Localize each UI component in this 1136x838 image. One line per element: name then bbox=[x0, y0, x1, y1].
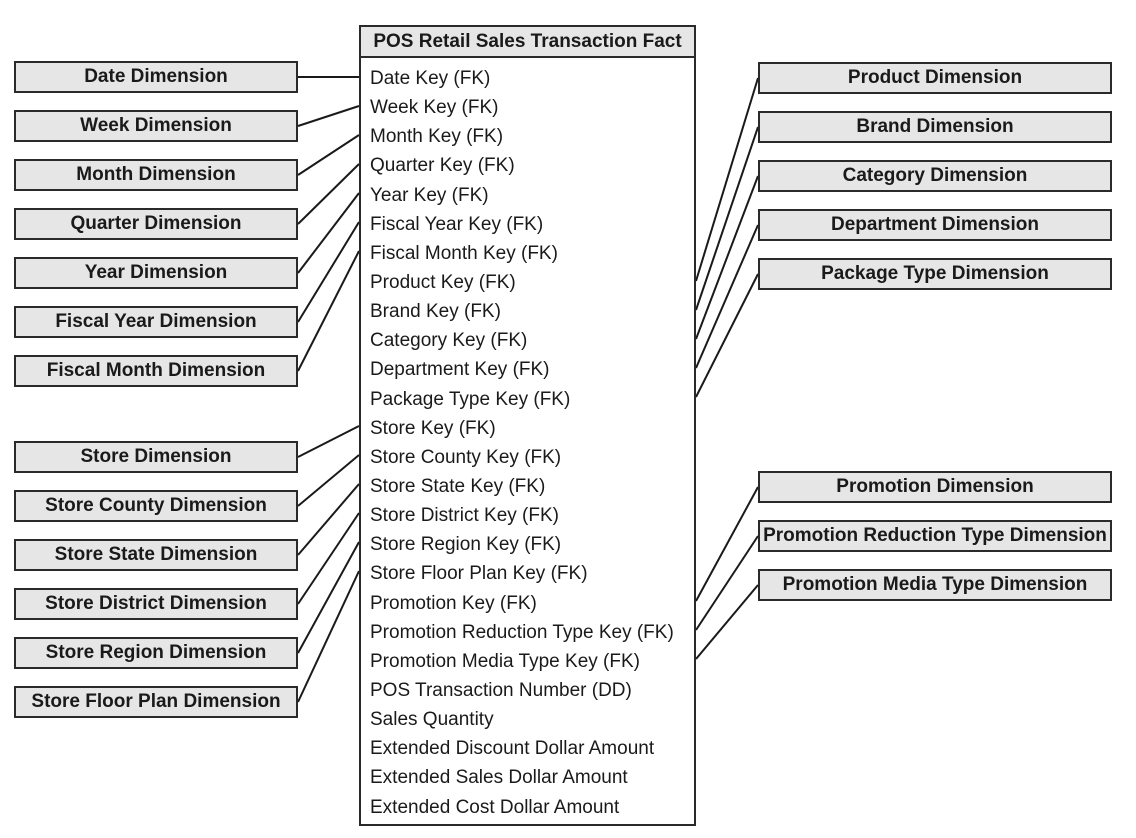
link-brand bbox=[695, 126, 759, 311]
store-county-dimension-box: Store County Dimension bbox=[14, 490, 298, 522]
fact-row-store-state-key: Store State Key (FK) bbox=[370, 475, 546, 497]
fact-row-extended-cost-dollar-amount: Extended Cost Dollar Amount bbox=[370, 796, 620, 818]
fact-row-brand-key: Brand Key (FK) bbox=[370, 301, 501, 323]
fact-table: POS Retail Sales Transaction Fact Date K… bbox=[359, 25, 696, 826]
fact-row-store-region-key: Store Region Key (FK) bbox=[370, 534, 562, 556]
fact-row-promotion-key: Promotion Key (FK) bbox=[370, 592, 537, 614]
product-dimension-box: Product Dimension bbox=[758, 62, 1112, 94]
fact-row-pos-transaction-number: POS Transaction Number (DD) bbox=[370, 679, 632, 701]
fact-row-year-key: Year Key (FK) bbox=[370, 184, 489, 206]
fact-table-rows: Date Key (FK) Week Key (FK) Month Key (F… bbox=[361, 58, 694, 822]
fact-row-department-key: Department Key (FK) bbox=[370, 359, 550, 381]
department-dimension-box: Department Dimension bbox=[758, 209, 1112, 241]
link-store-district bbox=[297, 512, 360, 605]
link-store-floor-plan bbox=[297, 570, 360, 703]
store-floor-plan-dimension-box: Store Floor Plan Dimension bbox=[14, 686, 298, 718]
fact-row-fiscal-year-key: Fiscal Year Key (FK) bbox=[370, 213, 544, 235]
fact-row-week-key: Week Key (FK) bbox=[370, 97, 499, 119]
fact-row-extended-sales-dollar-amount: Extended Sales Dollar Amount bbox=[370, 767, 628, 789]
fact-row-promotion-reduction-type-key: Promotion Reduction Type Key (FK) bbox=[370, 621, 674, 643]
fact-row-store-key: Store Key (FK) bbox=[370, 417, 496, 439]
fiscal-month-dimension-box: Fiscal Month Dimension bbox=[14, 355, 298, 387]
link-quarter bbox=[297, 163, 360, 225]
link-promotion bbox=[695, 486, 759, 602]
store-district-dimension-box: Store District Dimension bbox=[14, 588, 298, 620]
link-promotion-reduction bbox=[695, 535, 759, 631]
quarter-dimension-box: Quarter Dimension bbox=[14, 208, 298, 240]
fact-row-quarter-key: Quarter Key (FK) bbox=[370, 155, 515, 177]
fact-row-date-key: Date Key (FK) bbox=[370, 68, 491, 89]
fact-row-month-key: Month Key (FK) bbox=[370, 126, 504, 148]
link-fiscal-month bbox=[297, 250, 360, 372]
link-month bbox=[297, 134, 360, 176]
fact-row-store-district-key: Store District Key (FK) bbox=[370, 505, 559, 527]
fiscal-year-dimension-box: Fiscal Year Dimension bbox=[14, 306, 298, 338]
fact-row-extended-discount-dollar-amount: Extended Discount Dollar Amount bbox=[370, 738, 655, 760]
package-type-dimension-box: Package Type Dimension bbox=[758, 258, 1112, 290]
fact-table-title: POS Retail Sales Transaction Fact bbox=[361, 27, 694, 58]
link-store bbox=[297, 425, 360, 458]
store-region-dimension-box: Store Region Dimension bbox=[14, 637, 298, 669]
link-store-region bbox=[297, 541, 360, 654]
month-dimension-box: Month Dimension bbox=[14, 159, 298, 191]
fact-row-product-key: Product Key (FK) bbox=[370, 271, 516, 293]
link-store-county bbox=[297, 454, 360, 507]
brand-dimension-box: Brand Dimension bbox=[758, 111, 1112, 143]
link-category bbox=[695, 175, 759, 340]
promotion-media-type-dimension-box: Promotion Media Type Dimension bbox=[758, 569, 1112, 601]
date-dimension-box: Date Dimension bbox=[14, 61, 298, 93]
category-dimension-box: Category Dimension bbox=[758, 160, 1112, 192]
store-state-dimension-box: Store State Dimension bbox=[14, 539, 298, 571]
fact-row-store-floor-plan-key: Store Floor Plan Key (FK) bbox=[370, 563, 588, 585]
fact-row-fiscal-month-key: Fiscal Month Key (FK) bbox=[370, 242, 558, 264]
link-store-state bbox=[297, 483, 360, 556]
link-department bbox=[695, 224, 759, 369]
link-fiscal-year bbox=[297, 221, 360, 323]
promotion-reduction-type-dimension-box: Promotion Reduction Type Dimension bbox=[758, 520, 1112, 552]
fact-row-category-key: Category Key (FK) bbox=[370, 330, 528, 352]
week-dimension-box: Week Dimension bbox=[14, 110, 298, 142]
fact-row-promotion-media-type-key: Promotion Media Type Key (FK) bbox=[370, 650, 640, 672]
store-dimension-box: Store Dimension bbox=[14, 441, 298, 473]
link-product bbox=[695, 77, 759, 282]
year-dimension-box: Year Dimension bbox=[14, 257, 298, 289]
link-year bbox=[297, 192, 360, 274]
link-week bbox=[297, 105, 360, 127]
link-package-type bbox=[695, 273, 759, 398]
fact-row-store-county-key: Store County Key (FK) bbox=[370, 446, 562, 468]
fact-row-package-type-key: Package Type Key (FK) bbox=[370, 388, 571, 410]
promotion-dimension-box: Promotion Dimension bbox=[758, 471, 1112, 503]
fact-row-sales-quantity: Sales Quantity bbox=[370, 709, 494, 731]
link-promotion-media bbox=[695, 584, 759, 660]
